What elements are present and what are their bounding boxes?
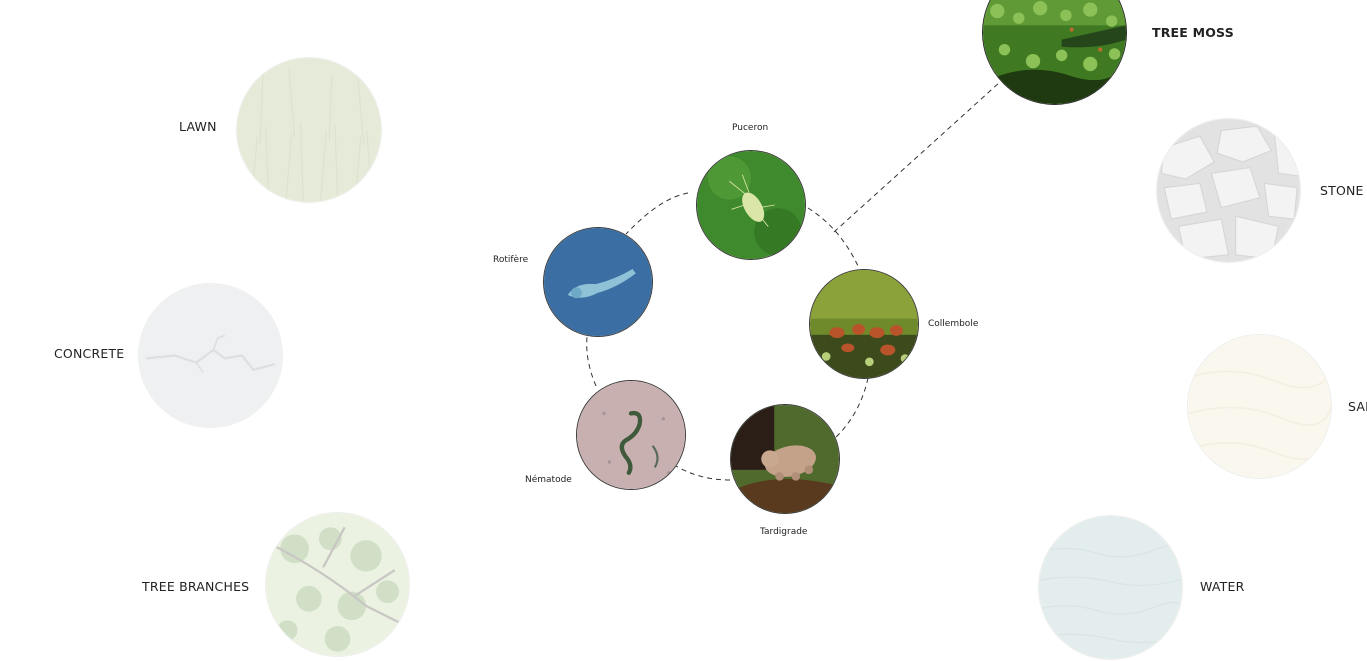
sand-image	[1187, 334, 1332, 479]
tardigrade-image	[730, 404, 840, 514]
organism-ring	[586, 336, 597, 387]
sand-label: SAN	[1348, 399, 1367, 414]
nematode-image	[576, 380, 686, 490]
tree-branches-image	[265, 512, 410, 657]
organism-ring	[625, 192, 689, 235]
organism-ring	[807, 207, 859, 267]
tree-moss-image	[982, 0, 1127, 105]
concrete-image	[138, 283, 283, 428]
stone-image	[1156, 118, 1301, 263]
organism-ring	[832, 377, 869, 441]
organism-ring	[675, 465, 731, 481]
puceron-image	[696, 150, 806, 260]
water-image	[1038, 515, 1183, 660]
stone-label: STONE	[1320, 183, 1364, 198]
lawn-label: LAWN	[179, 119, 217, 134]
tree-moss-label: TREE MOSS	[1152, 25, 1234, 40]
puceron-label: Puceron	[732, 123, 769, 133]
rotifere-image	[543, 227, 653, 337]
collembole-image	[809, 269, 919, 379]
lawn-image	[236, 57, 382, 203]
nematode-label: Nématode	[525, 475, 572, 485]
water-label: WATER	[1200, 579, 1245, 594]
tardigrade-label: Tardigrade	[760, 527, 808, 537]
rotifere-label: Rotifère	[493, 255, 529, 265]
collembole-label: Collembole	[928, 319, 979, 329]
tree-moss-link	[833, 81, 1001, 233]
tree-branches-label: TREE BRANCHES	[142, 579, 250, 594]
concrete-label: CONCRETE	[54, 346, 125, 361]
